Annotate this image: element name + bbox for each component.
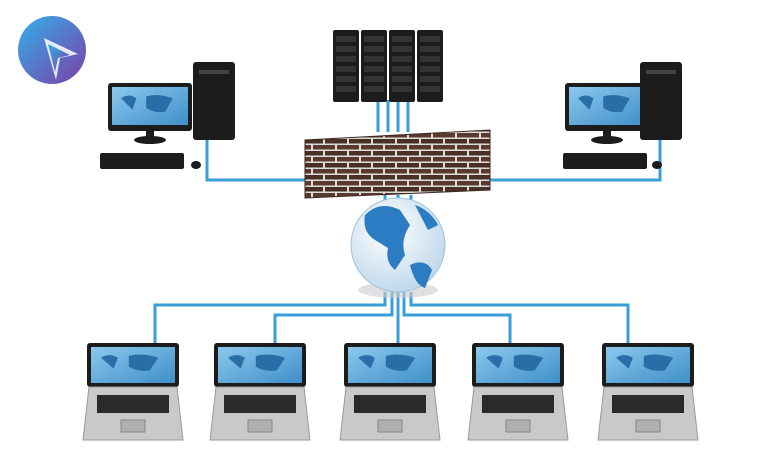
firewall-icon — [304, 129, 491, 199]
world-map — [101, 354, 159, 371]
laptop-icon — [209, 343, 311, 441]
logo-icon — [18, 16, 86, 84]
server-rack-icon — [361, 30, 387, 102]
server-slot — [392, 46, 412, 52]
cable — [153, 292, 387, 345]
globe-icon — [350, 197, 446, 298]
server-slot — [420, 76, 440, 82]
server-slot — [364, 86, 384, 92]
laptop-keyboard — [97, 395, 169, 413]
monitor-base — [134, 136, 166, 144]
laptop-keyboard — [482, 395, 554, 413]
world-map — [616, 354, 674, 371]
touchpad — [120, 419, 146, 433]
server-slot — [392, 66, 412, 72]
laptop-icon — [597, 343, 699, 441]
laptop-icon — [339, 343, 441, 441]
mouse-icon — [652, 161, 662, 169]
server-slot — [364, 76, 384, 82]
monitor-base — [591, 136, 623, 144]
server-slot — [392, 76, 412, 82]
network-cables — [153, 100, 662, 345]
keyboard-icon — [100, 153, 184, 169]
world-map — [578, 94, 630, 113]
monitor-stand — [603, 131, 611, 139]
monitor-stand — [146, 131, 154, 139]
server-rack-icon — [389, 30, 415, 102]
world-map — [486, 354, 544, 371]
world-map — [358, 354, 416, 371]
touchpad — [377, 419, 403, 433]
server-slot — [364, 46, 384, 52]
cable — [273, 292, 394, 345]
tower-icon — [640, 62, 682, 140]
server-slot — [336, 56, 356, 62]
server-slot — [364, 56, 384, 62]
drive-bay — [199, 70, 229, 74]
server-slot — [420, 46, 440, 52]
laptop-icon — [467, 343, 569, 441]
server-slot — [336, 76, 356, 82]
server-slot — [336, 46, 356, 52]
server-slot — [420, 86, 440, 92]
cable — [409, 292, 630, 345]
laptop-keyboard — [224, 395, 296, 413]
server-slot — [420, 66, 440, 72]
server-slot — [336, 86, 356, 92]
server-slot — [364, 36, 384, 42]
laptop-icon — [82, 343, 184, 441]
server-slot — [392, 56, 412, 62]
desktop-computer-left — [100, 62, 235, 169]
keyboard-icon — [563, 153, 647, 169]
touchpad — [635, 419, 661, 433]
touchpad — [247, 419, 273, 433]
drive-bay — [646, 70, 676, 74]
server-slot — [420, 56, 440, 62]
desktop-computer-right — [563, 62, 682, 169]
server-slot — [420, 36, 440, 42]
laptop-keyboard — [354, 395, 426, 413]
mouse-icon — [191, 161, 201, 169]
world-map — [121, 94, 173, 113]
server-slot — [336, 36, 356, 42]
server-slot — [392, 86, 412, 92]
laptop-keyboard — [612, 395, 684, 413]
server-slot — [392, 36, 412, 42]
touchpad — [505, 419, 531, 433]
world-map — [228, 354, 286, 371]
server-cluster — [333, 30, 443, 102]
tower-icon — [193, 62, 235, 140]
server-slot — [364, 66, 384, 72]
cable — [402, 292, 512, 345]
server-rack-icon — [417, 30, 443, 102]
cable — [205, 140, 305, 182]
cable — [490, 140, 662, 182]
server-slot — [336, 66, 356, 72]
server-rack-icon — [333, 30, 359, 102]
